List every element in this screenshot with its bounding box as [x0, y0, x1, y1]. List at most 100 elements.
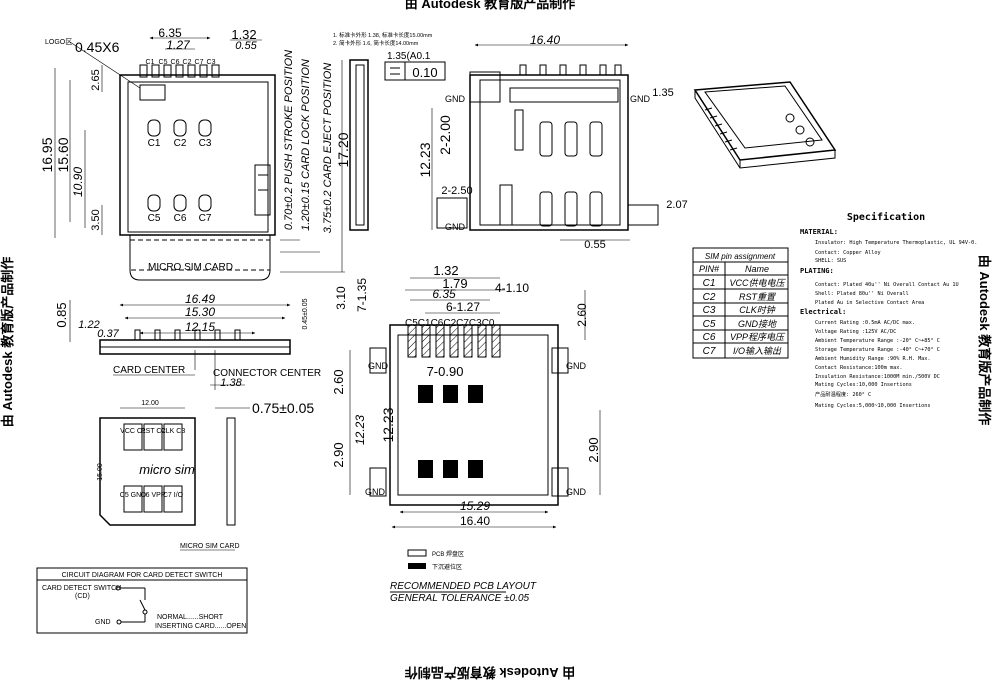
dim-1090: 10.90	[71, 167, 85, 197]
circuit-title: CIRCUIT DIAGRAM FOR CARD DETECT SWITCH	[62, 572, 223, 579]
circuit-gnd: GND	[95, 619, 111, 626]
pin-table-cell: CLK时钟	[739, 305, 776, 315]
spec-line: Voltage Rating :125V AC/DC	[815, 329, 896, 335]
spec-line: SHELL: SUS	[815, 258, 846, 264]
dim-260a: 2.60	[575, 303, 589, 327]
dim-1529: 15.29	[460, 499, 490, 513]
spec-line: Contact: Plated 40u'' Ni Overall Contact…	[815, 282, 959, 288]
sim-pad-top: VCC C1	[120, 428, 146, 435]
dim-7135: 7-1.35	[355, 278, 369, 312]
spec-line: Insulator: High Temperature Thermoplasti…	[815, 240, 977, 246]
circuit-normal: NORMAL......SHORT	[157, 614, 224, 621]
pcb-pins-label: C5C1C6C2C7C3C0	[405, 318, 495, 329]
spec-title: Specification	[847, 211, 925, 223]
dim-1640-pcb: 16.40	[460, 514, 490, 528]
pcb-title: RECOMMENDED PCB LAYOUT	[390, 581, 537, 592]
dim-1649: 16.49	[185, 292, 215, 306]
pin-table-cell: C1	[703, 278, 716, 289]
circuit-switch-label: CARD DETECT SWITCH	[42, 585, 121, 592]
pin-table-header: Name	[745, 264, 769, 274]
pin-table-cell: C6	[703, 332, 716, 343]
dim-1215: 12.15	[185, 320, 215, 334]
dim-635-pcb: 6.35	[432, 287, 456, 301]
dim-200: 2-2.00	[437, 115, 453, 155]
legend-pcb: PCB 焊盘区	[432, 550, 464, 558]
pin-label: C3	[207, 59, 216, 66]
pcb-gnd: GND	[368, 361, 389, 371]
spec-line: Storage Temperature Range :-40° C~+70° C	[815, 347, 940, 353]
dim-1223: 12.23	[417, 142, 433, 177]
specification: Specification MATERIAL: Insulator: High …	[800, 211, 977, 409]
pcb-gnd: GND	[566, 361, 587, 371]
dim-055: 0.55	[235, 40, 257, 52]
watermark-left: 由 Autodesk 教育版产品制作	[0, 257, 15, 427]
dim-thickness: 0.75±0.05	[252, 400, 314, 416]
spec-line: Electrical:	[800, 308, 846, 316]
dim-122: 1.22	[78, 319, 99, 331]
dim-055-side: 0.55	[584, 239, 605, 251]
pad-label: C6	[174, 213, 187, 224]
pin-label: C2	[183, 59, 192, 66]
connector-center-label: CONNECTOR CENTER	[213, 368, 321, 379]
sim-pad-bottom: C7 I/O	[163, 492, 184, 499]
dim-7090: 7-0.90	[427, 364, 464, 379]
watermark-right: 由 Autodesk 教育版产品制作	[977, 255, 992, 425]
flatness-label: 1.35(A0.1	[387, 51, 431, 62]
card-eject-label: 3.75±0.2 CARD EJECT POSITION	[322, 63, 334, 234]
dim-132: 1.32	[231, 27, 256, 42]
side-view: GND GND GND 16.40 1.35 1.35(A0.1 0.10 12…	[349, 33, 688, 251]
spec-line: MATERIAL:	[800, 228, 838, 236]
dim-207: 2.07	[666, 199, 687, 211]
dim-1500: 15.00	[97, 463, 104, 481]
spec-line: Mating Cycles:10,000 Insertions	[815, 382, 912, 388]
top-view: C1 C5 C6 C2 C7 C3 C1 C2 C3 C5 C6 C7 LOGO…	[39, 26, 351, 281]
pin-label: C7	[195, 59, 204, 66]
dim-265: 2.65	[90, 69, 102, 90]
micro-sim-card: 12.00 15.00 0.75±0.05 VCC C1 RST C2 CLK …	[97, 400, 314, 551]
pin-table-title: SIM pin assignment	[705, 252, 776, 261]
spec-line: Contact: Copper Alloy	[815, 250, 881, 256]
dim-635: 6.35	[158, 26, 182, 40]
sim-pad-bottom: C5 GND	[120, 492, 146, 499]
dim-1695: 16.95	[39, 137, 55, 172]
pin-label: C1	[146, 59, 155, 66]
spec-line: Contact Resistance:100m max.	[815, 365, 902, 371]
spec-line: Plated Au in Selective Contact Area	[815, 300, 924, 306]
dim-179: 1.79	[442, 276, 467, 291]
pin-table-cell: C2	[703, 292, 716, 303]
dim-290a: 2.90	[331, 442, 346, 467]
front-view: 16.49 15.30 12.15 0.85 1.22 0.37 0.45±0.…	[54, 292, 321, 390]
dim-1223-pcb: 12.23	[380, 407, 396, 442]
watermark-top: 由 Autodesk 教育版产品制作	[405, 0, 575, 11]
dim-260b: 2.60	[331, 369, 346, 394]
card-center-label: CARD CENTER	[113, 365, 185, 376]
dim-135: 1.35	[652, 87, 673, 99]
dim-1200: 12.00	[141, 400, 159, 407]
pin-table-cell: I/O输入输出	[733, 346, 782, 356]
note-2: 2. 简卡外形 1.6, 简卡长度14.00mm	[333, 39, 419, 47]
sim-label: MICRO SIM CARD	[148, 262, 233, 273]
watermark-bottom: 由 Autodesk 教育版产品制作	[405, 665, 575, 680]
pcb-tolerance: GENERAL TOLERANCE ±0.05	[390, 593, 530, 604]
isometric-view	[693, 81, 837, 169]
pad-label: C1	[148, 138, 161, 149]
pin-table-cell: VCC供电电压	[729, 278, 786, 288]
pcb-gnd: GND	[566, 487, 587, 497]
pin-table-cell: RST重置	[739, 292, 776, 302]
pin-label: C6	[171, 59, 180, 66]
dim-pin-pitch: 0.45X6	[75, 39, 120, 55]
note-1: 1. 标准卡外形 1.38, 标准卡长度15.00mm	[333, 31, 433, 39]
dim-350: 3.50	[90, 209, 102, 230]
pad-label: C7	[199, 213, 212, 224]
pcb-gnd: GND	[365, 487, 386, 497]
gnd-label: GND	[445, 222, 466, 232]
pad-label: C5	[148, 213, 161, 224]
dim-045: 0.45±0.05	[302, 298, 309, 329]
circuit-inserting: INSERTING CARD......OPEN	[155, 623, 246, 630]
pad-label: C2	[174, 138, 187, 149]
pin-table-header: PIN#	[699, 264, 720, 274]
dim-250: 2-2.50	[441, 185, 472, 197]
pin-table: SIM pin assignment PIN# Name C1 VCC供电电压 …	[692, 247, 789, 359]
sim-center-text: micro sim	[139, 462, 195, 477]
